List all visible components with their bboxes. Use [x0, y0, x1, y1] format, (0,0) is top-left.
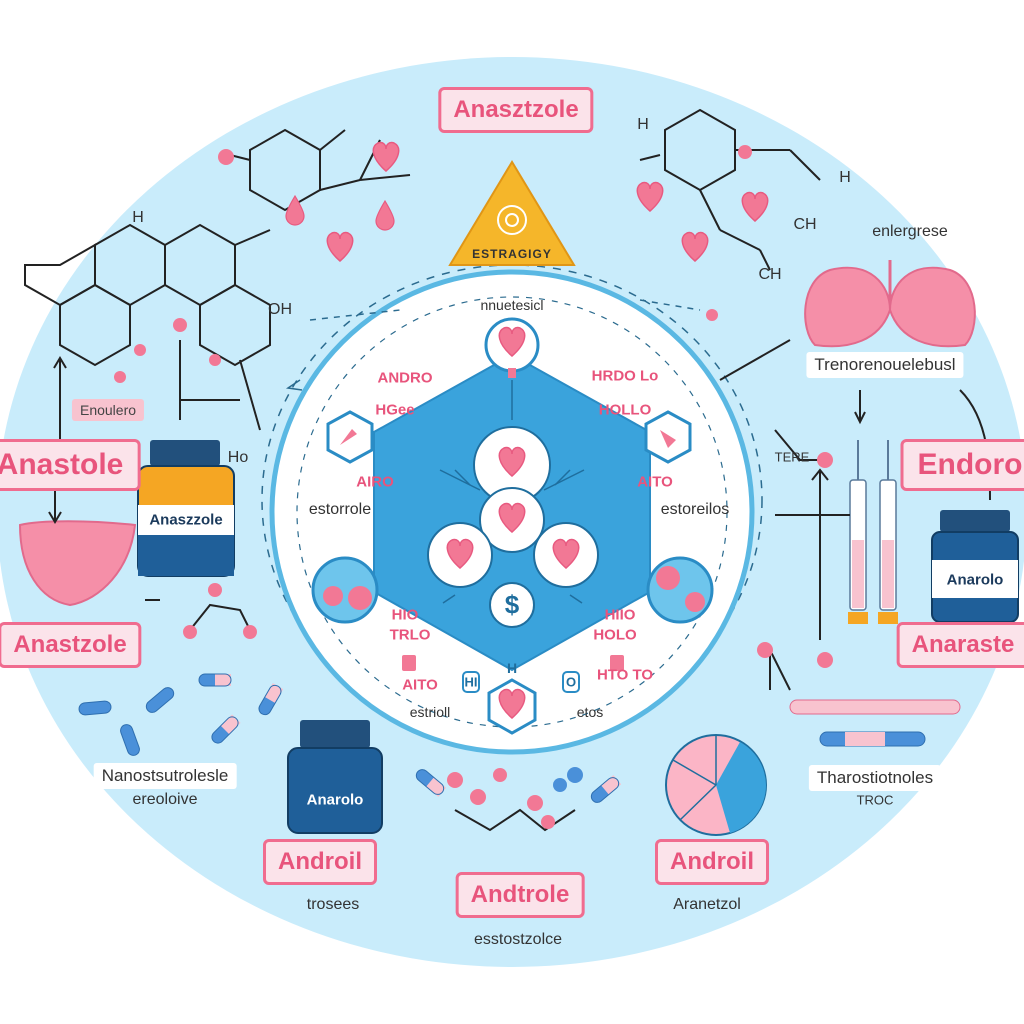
estrogen-triangle	[448, 160, 576, 266]
label-right-bottom-line1: Tharostiotnoles	[808, 765, 942, 791]
chem-ch2: CH	[758, 266, 782, 283]
label-right-banner: Trenorenouelebusl	[806, 352, 964, 378]
dashed-link-right	[639, 299, 701, 311]
label-right-bottom-line2: TROC	[856, 792, 894, 808]
label-left-bottle: Anaszzole	[149, 511, 223, 529]
molecule-top-right-atoms	[636, 145, 769, 262]
center-tl-2: HGee	[375, 401, 415, 419]
center-bl-2: TRLO	[389, 626, 431, 644]
chem-tere: TERE	[774, 449, 810, 465]
center-bottom-label: estrioll	[409, 704, 451, 720]
label-androil-left: Androil	[263, 839, 377, 885]
label-left-anastzole: Anastzole	[0, 622, 142, 668]
center-arrows	[442, 469, 583, 604]
side-circle-left	[311, 556, 379, 624]
top-heart-badge	[484, 317, 540, 378]
heart-node-left	[427, 522, 493, 588]
chem-ch: CH	[793, 216, 817, 233]
center-bottom-right: etos	[576, 704, 604, 720]
label-androle: Andtrole	[455, 872, 585, 918]
center-br-3: HTO TO	[596, 666, 654, 684]
molecule-bottom	[413, 766, 622, 832]
center-bottom-hi: HI	[464, 674, 478, 690]
center-bottom-o: O	[565, 674, 577, 690]
badge-upper-left	[326, 410, 374, 464]
orbit-arrow-left	[285, 379, 303, 391]
center-top-label: nnuetesicl	[480, 297, 544, 313]
side-circle-right	[646, 556, 714, 624]
label-right-anaraste: Anaraste	[896, 622, 1024, 668]
heart-node-center	[479, 487, 545, 553]
center-bl-1: HIO	[391, 606, 419, 624]
dollar-node	[489, 582, 535, 628]
molecule-top-right	[639, 108, 821, 271]
molecule-bottom-left	[183, 583, 257, 639]
label-left-anastole: Anastole	[0, 439, 141, 491]
right-atom-1	[817, 452, 833, 468]
center-inner-dashed	[296, 296, 728, 728]
molecule-left	[24, 223, 271, 431]
heart-node-right	[533, 522, 599, 588]
label-androil-right: Androil	[655, 839, 769, 885]
right-atom-2	[757, 642, 773, 658]
bottom-heart-badge	[487, 678, 537, 735]
lungs-icon	[804, 260, 976, 348]
label-right-enzyme: enlergrese	[872, 223, 948, 240]
label-bottom-bottle: Anarolo	[306, 791, 364, 809]
center-bl-3: AITO	[402, 676, 438, 694]
center-bottom-h: H	[506, 660, 518, 676]
stomach-icon	[18, 520, 137, 607]
center-right-label: estoreilos	[660, 501, 730, 518]
right-atom-3	[817, 652, 833, 668]
triangle-label: ESTRAGIGY	[472, 247, 552, 261]
right-atom-4	[706, 309, 718, 321]
syringes	[848, 440, 898, 624]
label-bottom-left-line2: ereoloive	[132, 791, 198, 808]
center-br-1: HIIO	[604, 606, 636, 624]
center-dollar: $	[504, 589, 520, 620]
chem-ho-left: Ho	[227, 449, 249, 466]
bottle-right	[931, 510, 1019, 623]
center-tr-2: HOLLO	[598, 401, 652, 419]
bottle-bottom	[287, 720, 383, 834]
chem-h-top-right: H	[637, 116, 649, 133]
badge-upper-right	[644, 410, 692, 464]
center-left-label: estorrole	[308, 501, 372, 518]
small-flags	[400, 440, 626, 693]
pie-icon	[665, 734, 767, 836]
center-tl-1: ANDRO	[377, 369, 433, 387]
center-tl-3: AIRO	[356, 473, 394, 491]
chem-h-left: H	[132, 209, 144, 226]
capsules-right	[789, 699, 961, 747]
label-right-bottle: Anarolo	[946, 571, 1004, 589]
label-bottom-left-line1: Nanostsutrolesle	[93, 763, 237, 789]
molecule-top-left-atoms	[218, 141, 400, 262]
label-troses: trosees	[306, 896, 360, 913]
bottle-left	[137, 440, 235, 577]
label-left-tag: Enoulero	[71, 399, 145, 421]
chem-h-right: H	[839, 169, 851, 186]
dashed-link-top	[309, 309, 401, 321]
label-right-endoro: Endoro	[900, 439, 1024, 491]
molecule-left-atoms	[114, 318, 221, 383]
center-br-2: HOLO	[593, 626, 637, 644]
chem-oh-left: OH	[268, 301, 292, 318]
label-estostoole: esstostzolce	[473, 931, 563, 948]
label-aranetol: Aranetzol	[673, 896, 741, 913]
label-top-title: Anasztzole	[438, 87, 594, 133]
center-tr-3: AITO	[637, 473, 673, 491]
center-tr-1: HRDO Lo	[591, 367, 659, 385]
